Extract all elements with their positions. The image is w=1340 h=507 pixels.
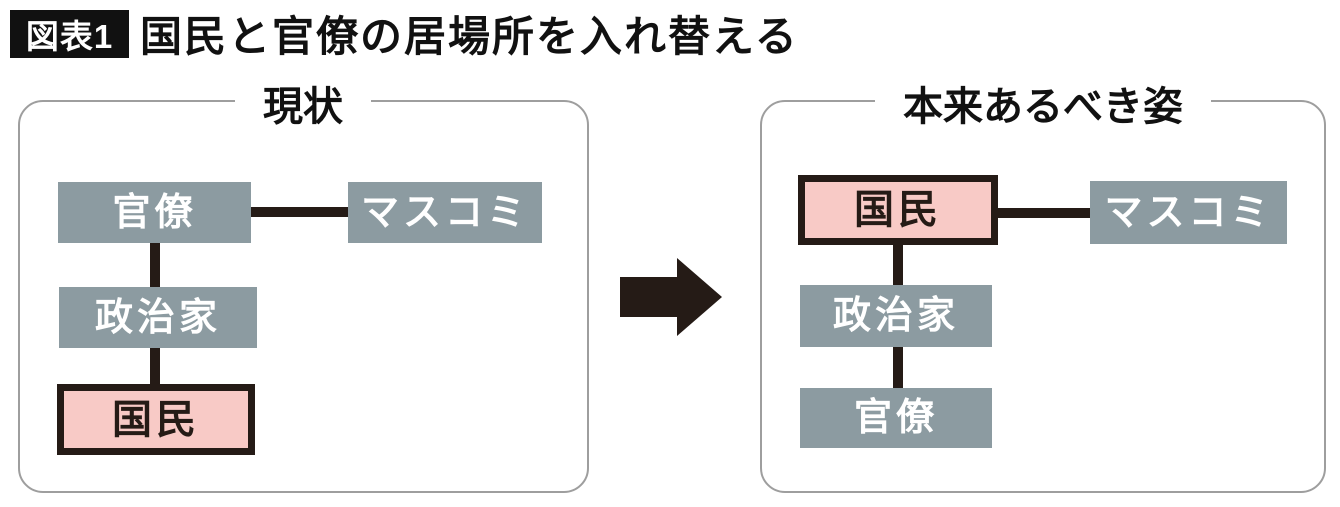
- figure-number-badge: 図表1: [10, 10, 129, 58]
- node-media-ideal: マスコミ: [1090, 181, 1287, 244]
- node-bureaucrats-ideal: 官僚: [800, 388, 992, 448]
- connector-politicians-citizens-current: [150, 348, 160, 384]
- figure-title: 国民と官僚の居場所を入れ替える: [140, 12, 799, 60]
- connector-politicians-bureaucrats-ideal: [893, 347, 903, 388]
- panel-ideal-title: 本来あるべき姿: [875, 85, 1211, 129]
- right-arrow-icon: [620, 258, 722, 336]
- panel-current-title: 現状: [235, 85, 371, 129]
- node-citizens-ideal: 国民: [798, 175, 998, 245]
- node-bureaucrats-current: 官僚: [58, 182, 251, 243]
- connector-citizens-politicians-ideal: [893, 245, 903, 285]
- node-citizens-current: 国民: [57, 384, 255, 455]
- connector-bureaucrats-media-current: [251, 207, 348, 217]
- node-politicians-ideal: 政治家: [800, 285, 992, 347]
- connector-bureaucrats-politicians-current: [150, 243, 160, 287]
- connector-citizens-media-ideal: [998, 208, 1090, 218]
- node-media-current: マスコミ: [348, 182, 542, 243]
- node-politicians-current: 政治家: [59, 287, 257, 348]
